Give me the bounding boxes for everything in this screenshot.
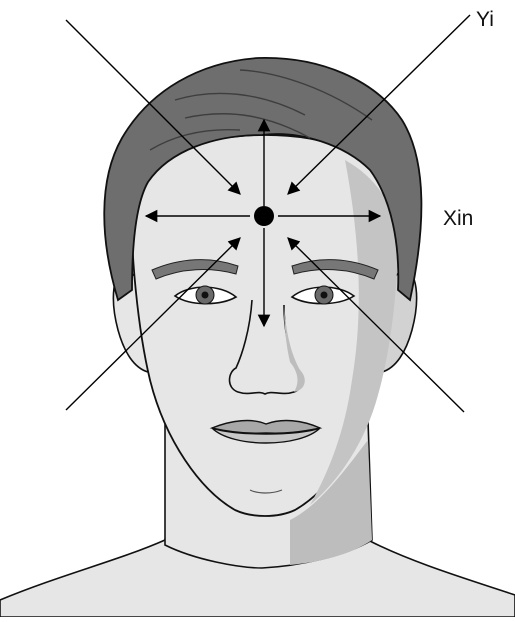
- label-yi: Yi: [476, 9, 494, 30]
- acupoint-dot: [254, 206, 274, 226]
- label-xin: Xin: [443, 208, 473, 229]
